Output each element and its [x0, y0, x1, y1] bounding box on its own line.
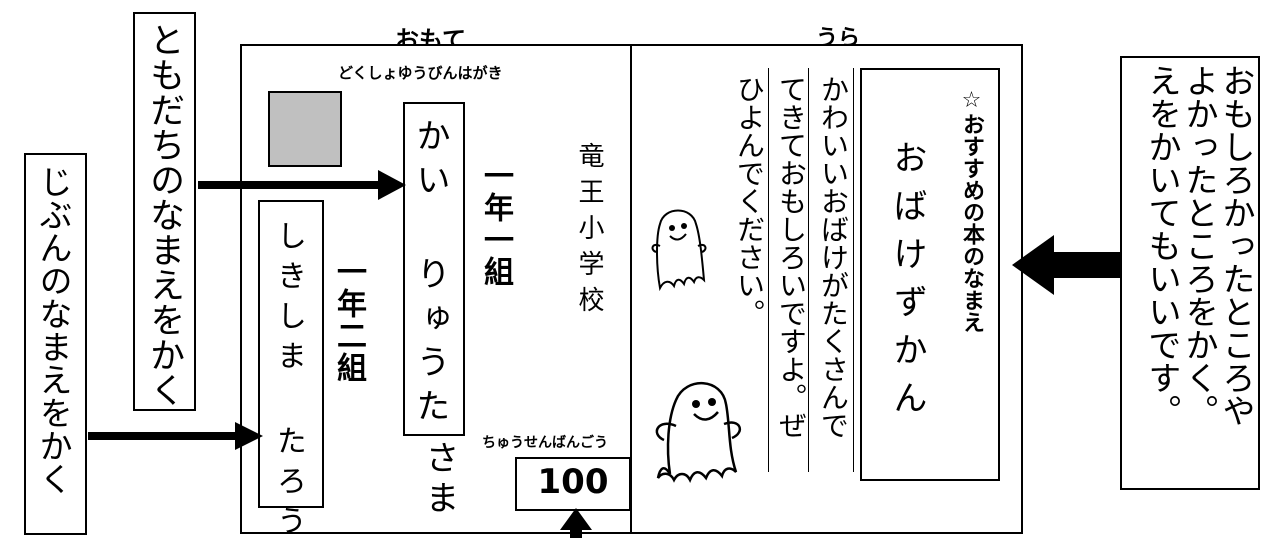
self-name-callout-text: じぶんのなまえをかく [34, 165, 73, 495]
message-rule [808, 68, 809, 472]
message-rule [853, 68, 854, 472]
circle-fragment-icon [325, 0, 365, 16]
book-title: おばけずかん [887, 140, 927, 428]
sender-class: 一年二組 [331, 256, 366, 384]
message-rule [768, 68, 769, 472]
sender-name-box [258, 200, 324, 508]
recipient-name: かい りゅうた [410, 118, 450, 432]
lottery-number-box [515, 457, 631, 511]
stamp [268, 91, 342, 167]
book-title-box [860, 68, 1000, 481]
self-arrow-icon [88, 422, 263, 450]
ghost-small-icon [651, 209, 707, 292]
school-name: 竜王小学校 [574, 142, 604, 322]
sender-name: しきしま たろう [271, 220, 306, 545]
recipient-name-box [403, 102, 465, 436]
ghost-large-icon [655, 382, 742, 484]
message-line: かわいいおばけがたくさんで [817, 75, 850, 439]
impression-line: よかったところをかく。 [1180, 64, 1219, 427]
lottery-number: 100 [537, 462, 609, 502]
friend-name-callout-text: ともだちのなまえをかく [144, 22, 184, 407]
message-line: ひよんでください。 [733, 75, 766, 327]
recipient-class: 一年一組 [478, 160, 513, 288]
left-arrow-icon [1012, 235, 1122, 295]
up-arrow-icon [560, 508, 592, 538]
self-name-callout [24, 153, 87, 535]
honorific: さま [419, 440, 459, 520]
impression-line: えをかいてもいいです。 [1143, 64, 1182, 427]
impression-line: おもしろかったところや [1217, 64, 1256, 427]
friend-name-callout [133, 12, 196, 411]
lottery-number-label: ちゅうせんばんごう [482, 435, 608, 451]
book-heading: ☆おすすめの本のなまえ [959, 88, 984, 333]
message-line: てきておもしろいですよ。ぜ [775, 75, 808, 439]
friend-arrow-icon [198, 170, 406, 200]
postcard-title: どくしょゆうびんはがき [338, 64, 503, 82]
